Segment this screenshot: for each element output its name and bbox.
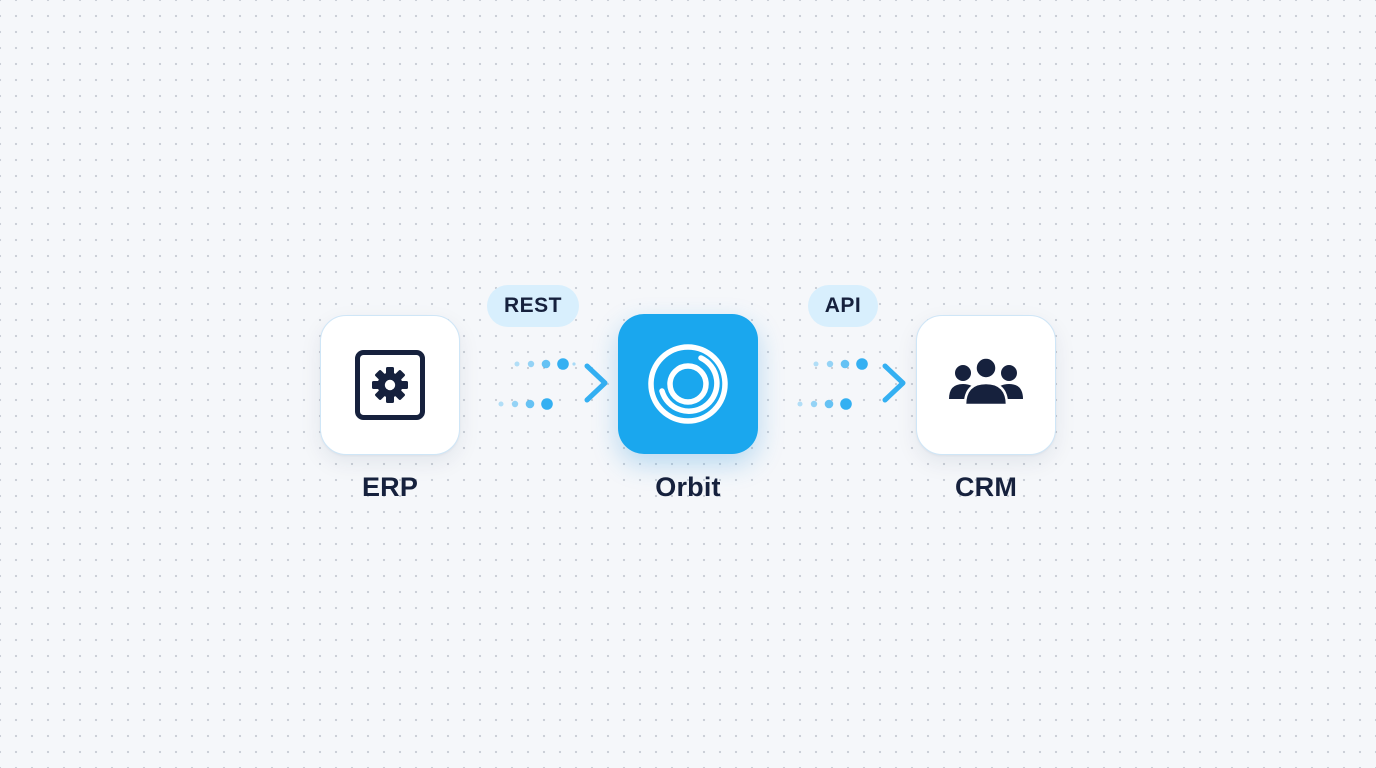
users-group-icon: [949, 356, 1023, 407]
node-label-orbit: Orbit: [655, 472, 721, 502]
data-dots-orbit-to-crm-top: [813, 358, 868, 370]
orbit-rings-icon: [648, 344, 728, 424]
arrow-orbit-to-crm: [755, 363, 906, 403]
connector-label-rest: REST: [487, 285, 579, 327]
node-label-crm: CRM: [954, 472, 1018, 502]
gear-icon: [355, 350, 425, 420]
data-dots-orbit-to-crm-bottom: [797, 398, 852, 410]
node-erp[interactable]: [320, 315, 460, 455]
data-dots-erp-to-orbit-bottom: [498, 398, 553, 410]
node-crm[interactable]: [916, 315, 1056, 455]
node-orbit[interactable]: [618, 314, 758, 454]
node-label-erp: ERP: [361, 472, 419, 502]
connector-label-api: API: [808, 285, 878, 327]
data-dots-erp-to-orbit-top: [514, 358, 576, 370]
arrow-erp-to-orbit: [457, 363, 608, 403]
